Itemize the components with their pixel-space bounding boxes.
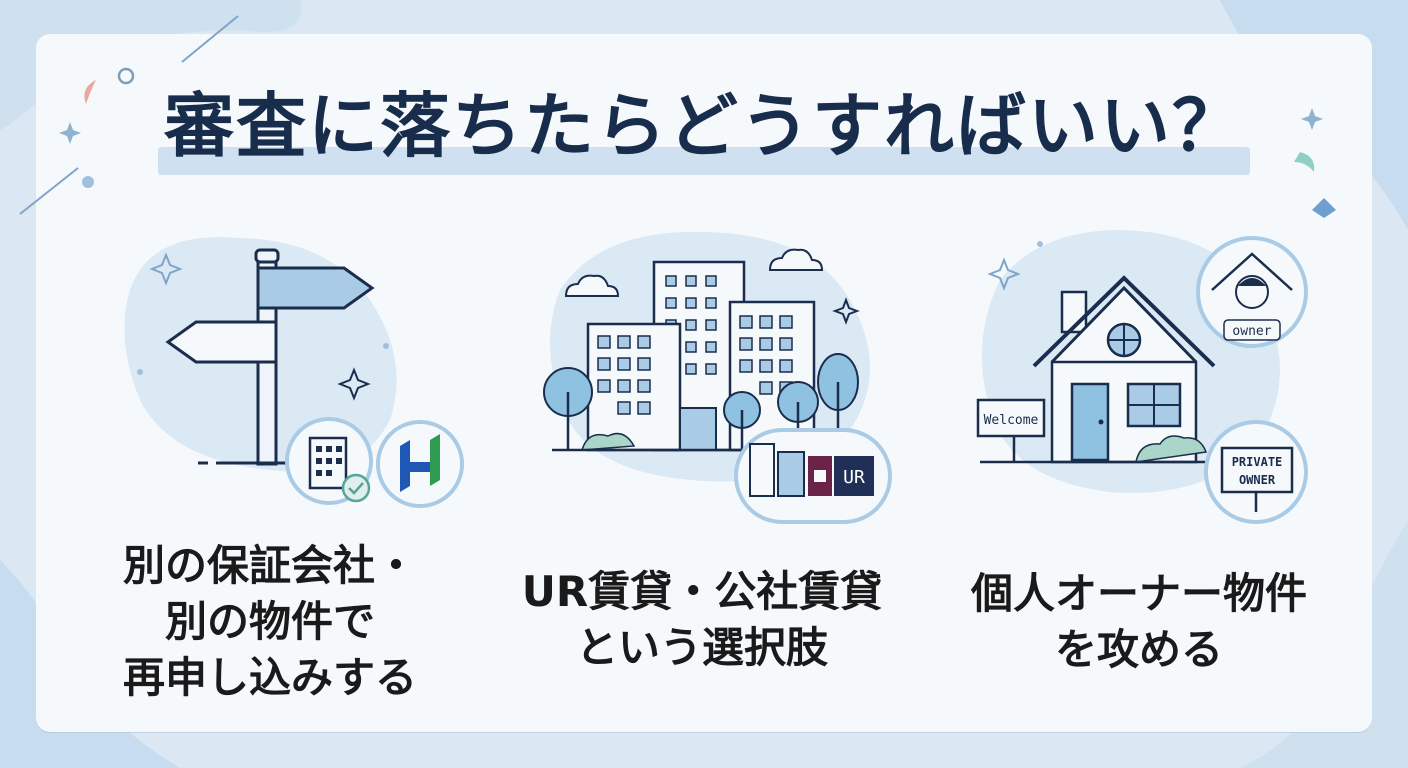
house-icon: Welcome — [976, 275, 1234, 464]
title-container: 審査に落ちたらどうすればいい？ — [0, 84, 1408, 168]
guarantee-company-logo-icon — [376, 420, 464, 508]
apartment-buildings-icon — [543, 260, 862, 452]
building-check-icon — [285, 417, 373, 505]
page-title: 審査に落ちたらどうすればいい？ — [164, 85, 1244, 167]
caption-line: 別の保証会社・ — [122, 541, 417, 590]
caption-guarantee: 別の保証会社・ 別の物件で 再申し込みする — [100, 538, 440, 706]
caption-line: 再申し込みする — [122, 653, 417, 702]
owner-avatar-icon: owner — [1196, 236, 1308, 348]
caption-line: を攻める — [1054, 625, 1223, 674]
caption-line: UR賃貸・公社賃貸 — [521, 567, 883, 616]
caption-line: 別の物件で — [164, 597, 375, 646]
caption-line: という選択肢 — [575, 623, 828, 672]
ur-logo-icon: UR — [734, 428, 892, 524]
svg-text:Welcome: Welcome — [984, 413, 1039, 428]
signpost-icon — [165, 248, 375, 466]
caption-ur: UR賃貸・公社賃貸 という選択肢 — [512, 564, 892, 676]
title-highlight — [158, 147, 1250, 175]
svg-text:owner: owner — [1232, 324, 1271, 339]
caption-line: 個人オーナー物件 — [970, 569, 1307, 618]
private-owner-sign-icon: PRIVATE OWNER — [1204, 420, 1308, 524]
svg-text:PRIVATE: PRIVATE — [1232, 455, 1283, 469]
caption-owner: 個人オーナー物件 を攻める — [954, 566, 1324, 678]
svg-text:OWNER: OWNER — [1239, 473, 1276, 487]
svg-text:UR: UR — [843, 467, 865, 488]
